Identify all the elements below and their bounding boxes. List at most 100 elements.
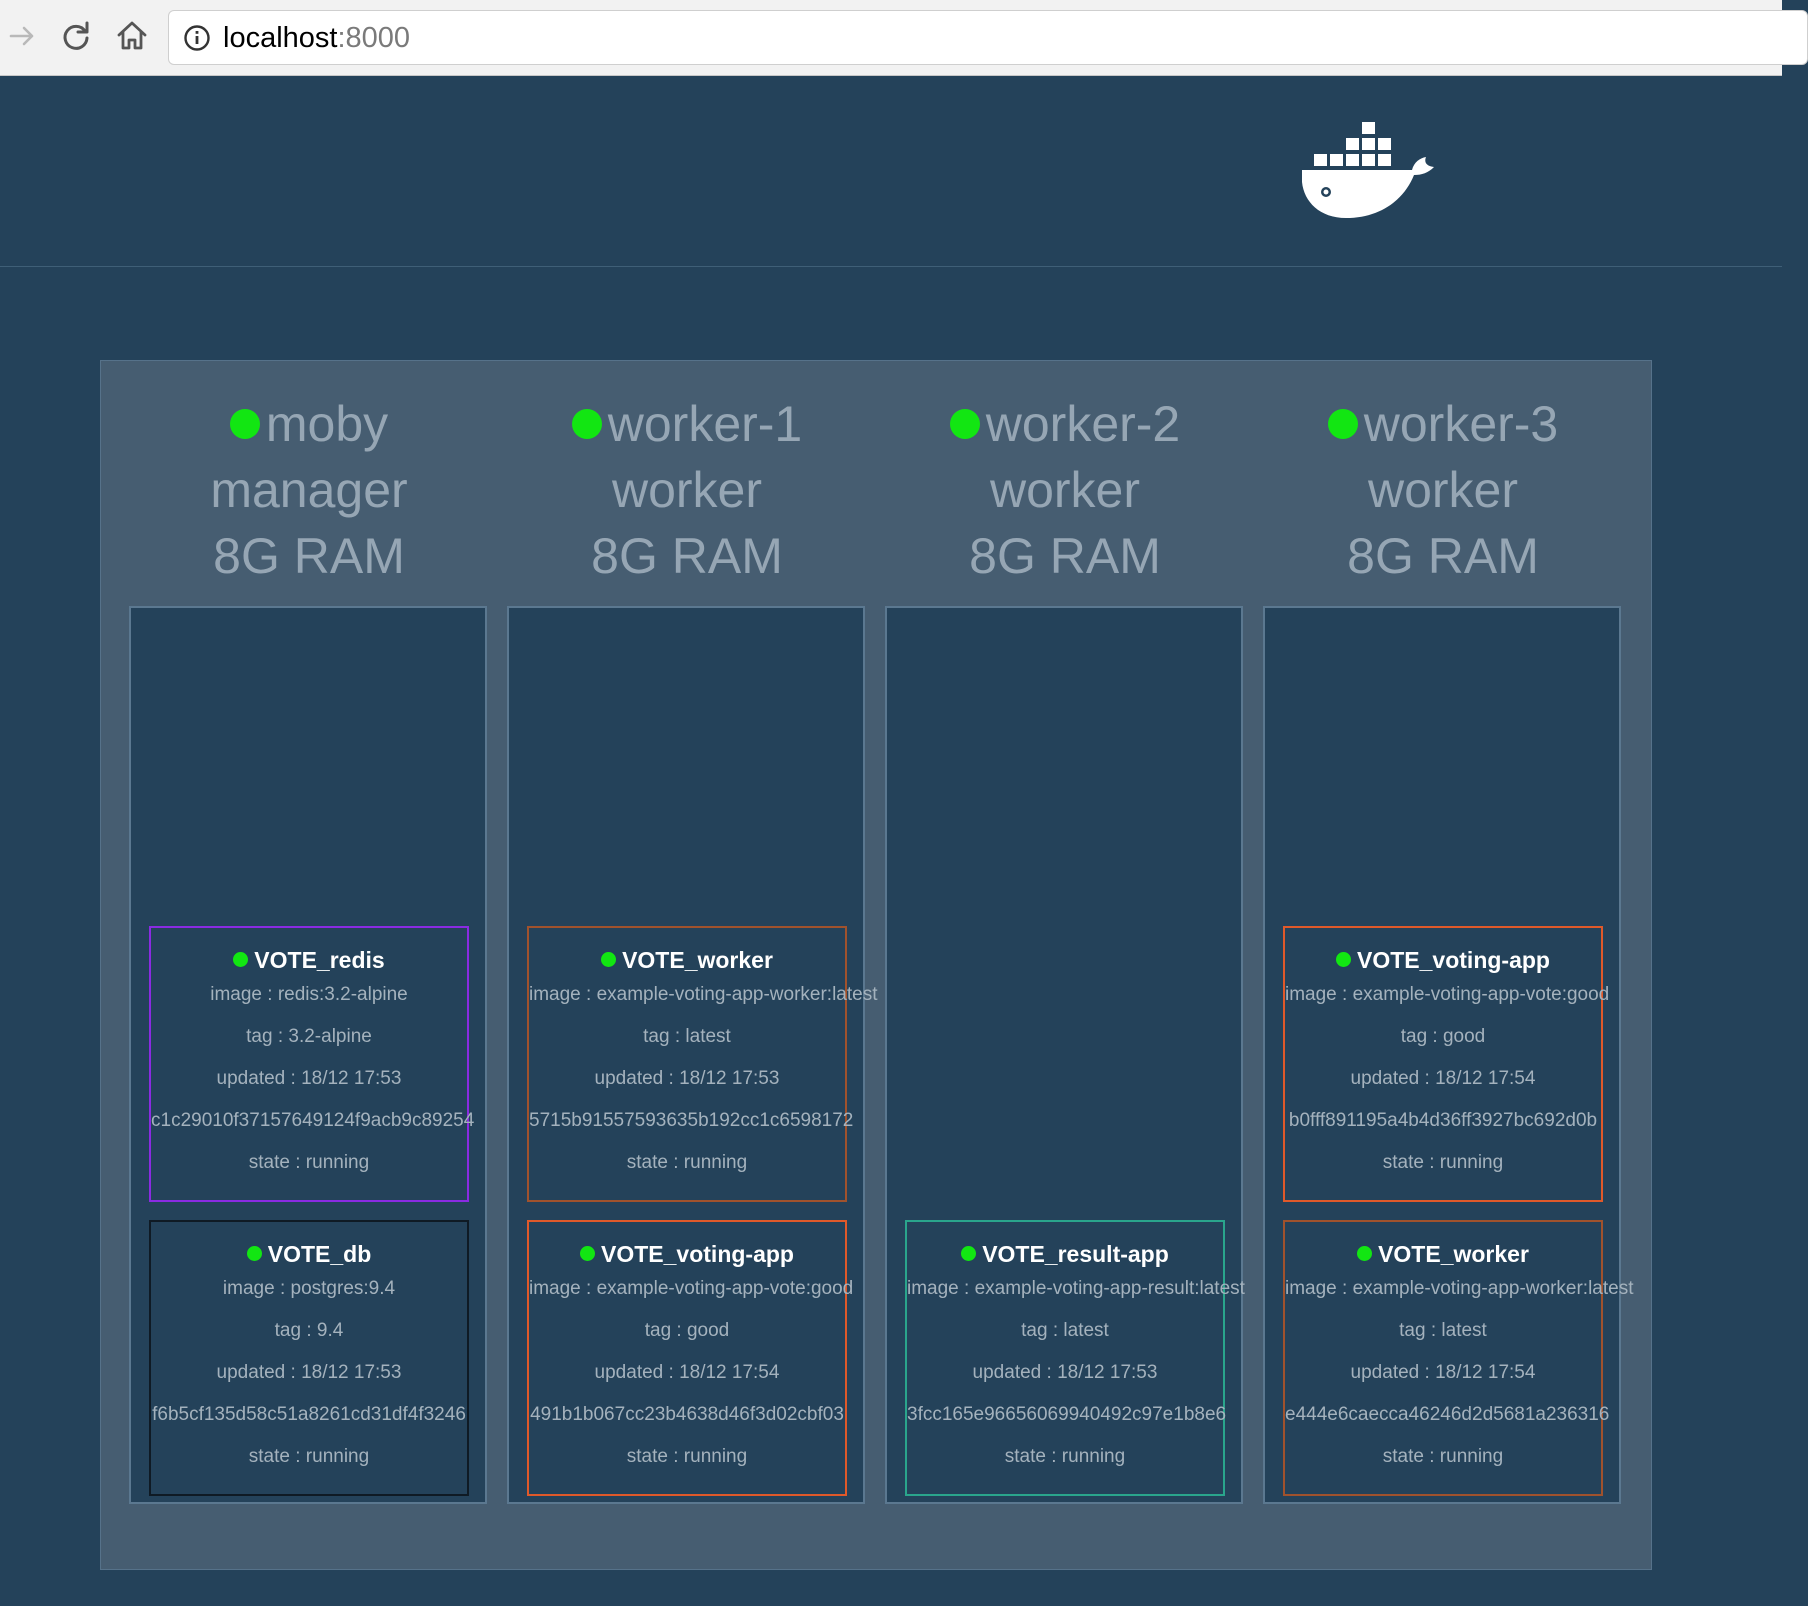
node-role: worker	[611, 462, 763, 518]
node-header-worker-1: worker-1 worker 8G RAM	[507, 391, 867, 589]
node-status-dot	[1327, 409, 1358, 439]
task-status-dot	[1357, 1246, 1373, 1261]
url-text: localhost:8000	[223, 22, 410, 55]
task-state: state : running	[1382, 1446, 1504, 1467]
task-name-row: VOTE_redis	[151, 946, 467, 974]
task-updated: updated : 18/12 17:53	[972, 1362, 1158, 1383]
task-card-vote-voting-app[interactable]: VOTE_voting-app image : example-voting-a…	[1283, 926, 1610, 1202]
task-status-dot	[233, 952, 249, 967]
forward-arrow-icon	[7, 21, 37, 55]
task-name: VOTE_worker	[1378, 1241, 1529, 1267]
task-updated: updated : 18/12 17:53	[216, 1068, 402, 1089]
node-column-worker-1: VOTE_worker image : example-voting-app-w…	[507, 606, 878, 1504]
task-name-row: VOTE_db	[151, 1240, 467, 1268]
docker-logo-icon	[1300, 120, 1436, 228]
task-name-row: VOTE_worker	[529, 946, 845, 974]
node-ram: 8G RAM	[591, 528, 783, 584]
task-name-row: VOTE_worker	[1285, 1240, 1601, 1268]
address-bar[interactable]: localhost:8000	[168, 10, 1808, 65]
task-state: state : running	[248, 1446, 370, 1467]
task-status-dot	[1336, 952, 1352, 967]
url-port: :8000	[337, 22, 411, 54]
node-ram: 8G RAM	[969, 528, 1161, 584]
node-name: worker-2	[985, 396, 1181, 452]
forward-button[interactable]	[2, 18, 42, 58]
task-updated: updated : 18/12 17:54	[1350, 1068, 1536, 1089]
node-header-worker-3: worker-3 worker 8G RAM	[1263, 391, 1623, 589]
node-name-row: worker-2	[885, 391, 1245, 457]
task-name: VOTE_voting-app	[1357, 947, 1550, 973]
task-card-vote-db[interactable]: VOTE_db image : postgres:9.4 tag : 9.4 u…	[149, 1220, 469, 1496]
task-name: VOTE_redis	[254, 947, 385, 973]
task-id: b0fff891195a4b4d36ff3927bc692d0b	[1288, 1110, 1598, 1131]
task-tag: tag : latest	[1021, 1320, 1109, 1341]
task-tag: tag : 3.2-alpine	[246, 1026, 372, 1047]
task-card-vote-redis[interactable]: VOTE_redis image : redis:3.2-alpine tag …	[149, 926, 475, 1202]
home-icon	[116, 20, 148, 56]
node-name: worker-3	[1363, 396, 1559, 452]
task-updated: updated : 18/12 17:54	[1350, 1362, 1536, 1383]
task-id: 3fcc165e96656069940492c97e1b8e6	[907, 1404, 1227, 1425]
task-image: image : example-voting-app-worker:latest	[529, 984, 878, 1005]
task-status-dot	[580, 1246, 596, 1261]
task-state: state : running	[626, 1152, 748, 1173]
task-image: image : example-voting-app-worker:latest	[1285, 1278, 1634, 1299]
task-status-dot	[961, 1246, 977, 1261]
task-updated: updated : 18/12 17:53	[594, 1068, 780, 1089]
node-column-worker-2: VOTE_result-app image : example-voting-a…	[885, 606, 1245, 1504]
task-tag: tag : latest	[1399, 1320, 1487, 1341]
task-status-dot	[246, 1246, 262, 1261]
node-ram: 8G RAM	[213, 528, 405, 584]
node-role: manager	[210, 462, 408, 518]
task-state: state : running	[248, 1152, 370, 1173]
task-image: image : postgres:9.4	[222, 1278, 396, 1299]
task-name-row: VOTE_voting-app	[529, 1240, 845, 1268]
task-name: VOTE_voting-app	[601, 1241, 794, 1267]
task-updated: updated : 18/12 17:54	[594, 1362, 780, 1383]
task-tag: tag : good	[1400, 1026, 1486, 1047]
task-card-vote-voting-app[interactable]: VOTE_voting-app image : example-voting-a…	[527, 1220, 854, 1496]
node-role: worker	[989, 462, 1141, 518]
node-header-worker-2: worker-2 worker 8G RAM	[885, 391, 1245, 589]
swarm-panel: moby manager 8G RAM VOTE_redis image : r…	[100, 360, 1652, 1570]
task-tag: tag : 9.4	[274, 1320, 344, 1341]
task-card-vote-worker[interactable]: VOTE_worker image : example-voting-app-w…	[1283, 1220, 1634, 1496]
node-ram: 8G RAM	[1347, 528, 1539, 584]
node-column-moby: VOTE_redis image : redis:3.2-alpine tag …	[129, 606, 487, 1504]
task-card-vote-result-app[interactable]: VOTE_result-app image : example-voting-a…	[905, 1220, 1245, 1496]
task-name: VOTE_db	[267, 1241, 372, 1267]
task-image: image : example-voting-app-vote:good	[529, 1278, 854, 1299]
node-status-dot	[949, 409, 980, 439]
task-image: image : example-voting-app-vote:good	[1285, 984, 1610, 1005]
node-header-moby: moby manager 8G RAM	[129, 391, 489, 589]
node-status-dot	[229, 409, 260, 439]
node-name-row: worker-3	[1263, 391, 1623, 457]
task-state: state : running	[1382, 1152, 1504, 1173]
task-tag: tag : good	[644, 1320, 730, 1341]
task-state: state : running	[626, 1446, 748, 1467]
task-name: VOTE_result-app	[982, 1241, 1169, 1267]
task-tag: tag : latest	[643, 1026, 731, 1047]
node-column-worker-3: VOTE_voting-app image : example-voting-a…	[1263, 606, 1634, 1504]
node-role: worker	[1367, 462, 1519, 518]
node-name-row: worker-1	[507, 391, 867, 457]
node-status-dot	[571, 409, 602, 439]
reload-button[interactable]	[56, 18, 96, 58]
browser-toolbar: localhost:8000	[0, 0, 1808, 76]
task-name-row: VOTE_voting-app	[1285, 946, 1601, 974]
app-header	[0, 76, 1782, 267]
home-button[interactable]	[112, 18, 152, 58]
task-id: e444e6caecca46246d2d5681a236316	[1285, 1404, 1610, 1425]
task-image: image : redis:3.2-alpine	[210, 984, 408, 1005]
task-id: c1c29010f37157649124f9acb9c89254	[151, 1110, 475, 1131]
url-host: localhost	[223, 22, 338, 54]
task-card-vote-worker[interactable]: VOTE_worker image : example-voting-app-w…	[527, 926, 878, 1202]
task-updated: updated : 18/12 17:53	[216, 1362, 402, 1383]
node-name: worker-1	[607, 396, 803, 452]
task-name: VOTE_worker	[622, 947, 773, 973]
node-name-row: moby	[129, 391, 489, 457]
info-icon[interactable]	[183, 24, 211, 52]
node-name: moby	[265, 396, 389, 452]
task-id: f6b5cf135d58c51a8261cd31df4f3246	[152, 1404, 466, 1425]
task-name-row: VOTE_result-app	[907, 1240, 1223, 1268]
